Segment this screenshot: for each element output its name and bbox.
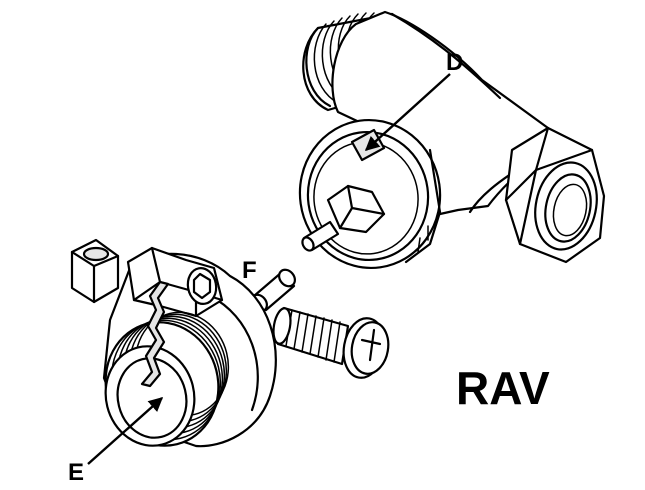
valve-outlet-hex-nut bbox=[504, 126, 606, 264]
clamp-screw bbox=[272, 306, 390, 379]
valve-head-flange bbox=[298, 118, 442, 270]
callout-label-e: E bbox=[68, 459, 84, 486]
callout-arrow-e bbox=[87, 397, 164, 465]
callout-label-f: F bbox=[242, 257, 257, 284]
valve-model-title: RAV bbox=[456, 362, 550, 414]
callout-arrow-d bbox=[364, 73, 451, 151]
valve-body bbox=[298, 10, 606, 270]
adapter-ring-clamp bbox=[102, 246, 277, 448]
hex-nut bbox=[70, 238, 120, 304]
callout-label-d: D bbox=[446, 49, 463, 76]
